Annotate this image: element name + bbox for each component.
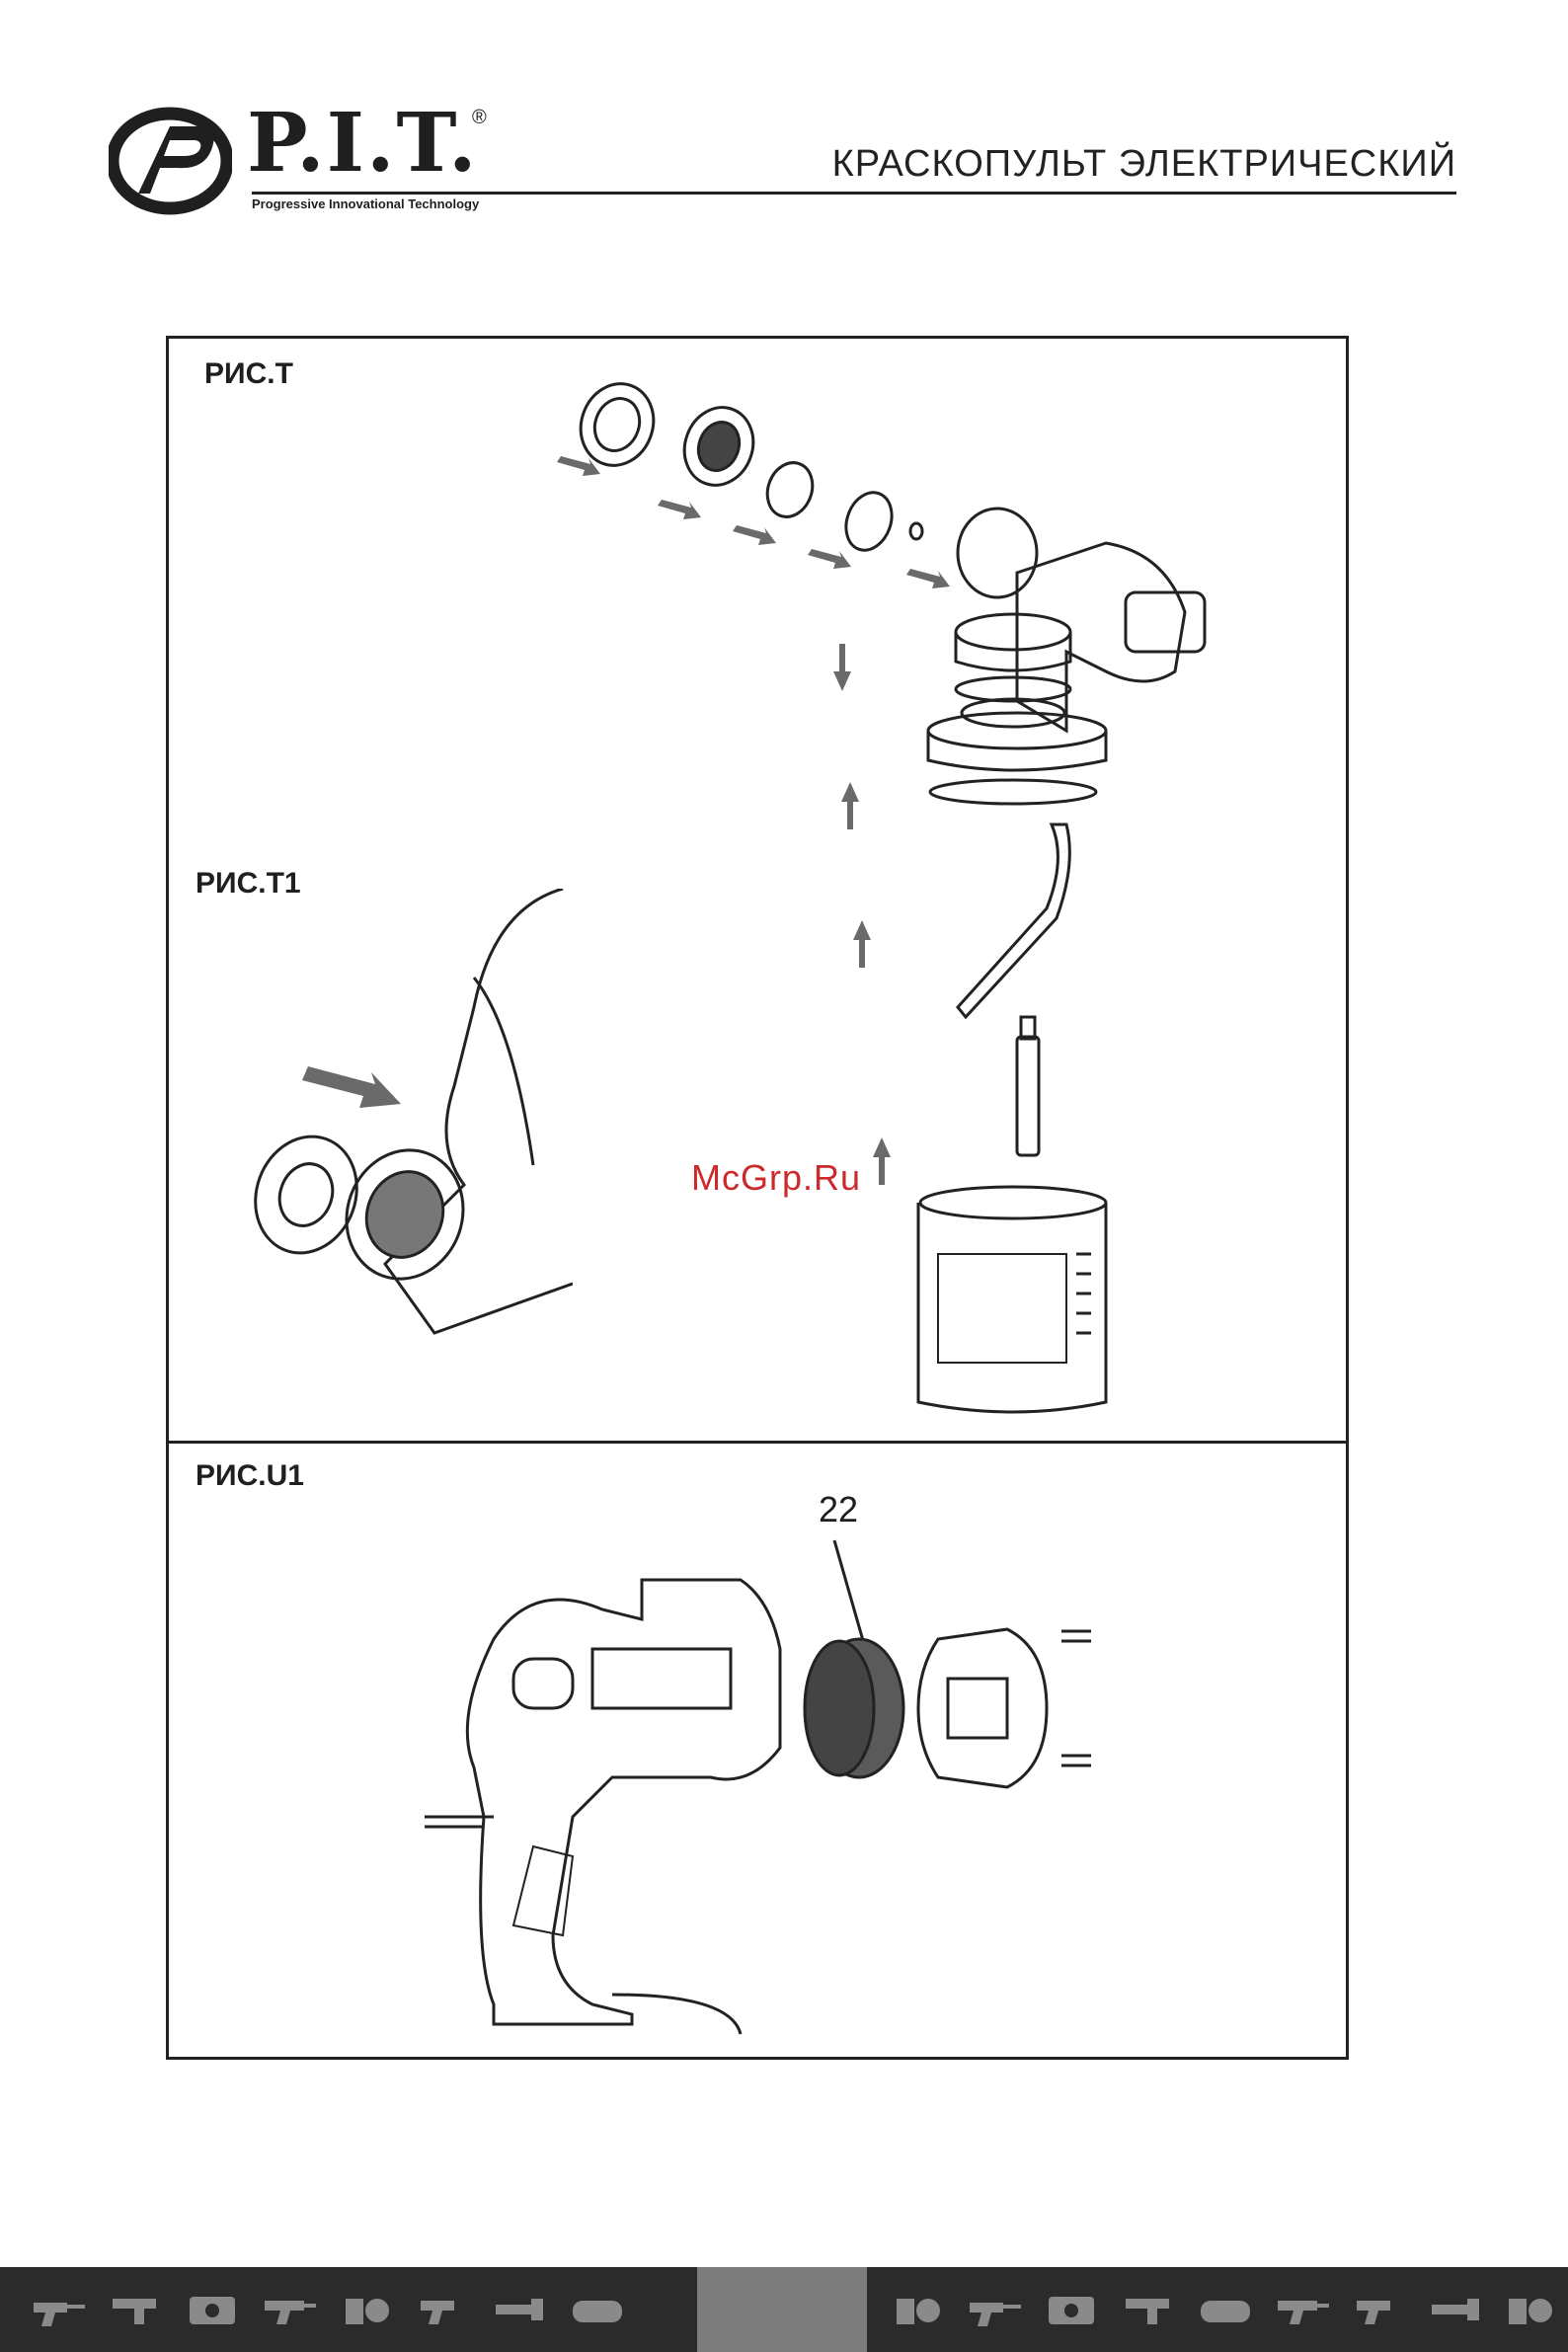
header-rule xyxy=(252,192,1456,195)
housing-outline xyxy=(385,889,573,1333)
generator-icon xyxy=(1043,2291,1100,2328)
page-title: КРАСКОПУЛЬТ ЭЛЕКТРИЧЕСКИЙ xyxy=(832,143,1456,186)
angle-grinder-icon xyxy=(492,2291,549,2328)
nozzle-ring-part xyxy=(570,375,665,476)
fig-t-label: РИС.T xyxy=(204,357,293,391)
filter-cover xyxy=(918,1629,1047,1787)
lid-base-part xyxy=(928,731,1106,770)
callout-leader xyxy=(834,1540,864,1644)
figure-divider xyxy=(166,1441,1349,1444)
brand-tagline: Progressive Innovational Technology xyxy=(252,196,479,211)
fig-t-nozzle-exploded-diagram xyxy=(553,375,1244,1432)
page-header: P.I.T. ® Progressive Innovational Techno… xyxy=(0,0,1568,227)
valve-disc-part xyxy=(838,486,900,556)
screws xyxy=(1061,1631,1091,1765)
paint-container-part xyxy=(918,1203,1106,1412)
callout-number: 22 xyxy=(819,1489,858,1530)
spray-gun-housing xyxy=(467,1580,780,2024)
jigsaw-icon xyxy=(1120,2291,1177,2328)
saw-icon xyxy=(1351,2291,1408,2328)
mixer-icon xyxy=(889,2291,946,2328)
compressor-icon xyxy=(1197,2291,1254,2328)
fig-u1-filter-diagram xyxy=(415,1521,1185,2054)
generator-icon xyxy=(184,2291,241,2328)
container-lid-part xyxy=(956,614,1070,650)
compressor-icon xyxy=(569,2291,626,2328)
drill-icon xyxy=(966,2291,1023,2328)
footer-page-block xyxy=(697,2267,867,2352)
attach-arrow xyxy=(302,1066,401,1108)
brand-name: P.I.T. xyxy=(247,103,479,184)
mixer-icon xyxy=(1501,2291,1558,2328)
suction-tube-part xyxy=(958,824,1069,1017)
hammer-drill-icon xyxy=(261,2291,318,2328)
registered-mark: ® xyxy=(472,107,487,129)
fig-t1-disc-attach-diagram xyxy=(237,889,573,1402)
fig-u1-label: РИС.U1 xyxy=(196,1459,304,1493)
mixer-icon xyxy=(338,2291,395,2328)
watermark: McGrp.Ru xyxy=(691,1157,861,1199)
jigsaw-icon xyxy=(107,2291,164,2328)
saw-icon xyxy=(415,2291,472,2328)
hammer-drill-icon xyxy=(1274,2291,1331,2328)
gun-head-part xyxy=(958,509,1037,597)
air-cap-part xyxy=(760,456,820,523)
drill-icon xyxy=(30,2291,87,2328)
footer-bar xyxy=(0,2267,1568,2352)
assembly-arrows xyxy=(557,456,950,1185)
gasket-ring-part xyxy=(930,780,1096,804)
pit-logo-icon xyxy=(109,107,232,215)
angle-grinder-icon xyxy=(1428,2291,1485,2328)
filter-part xyxy=(1017,1037,1039,1155)
